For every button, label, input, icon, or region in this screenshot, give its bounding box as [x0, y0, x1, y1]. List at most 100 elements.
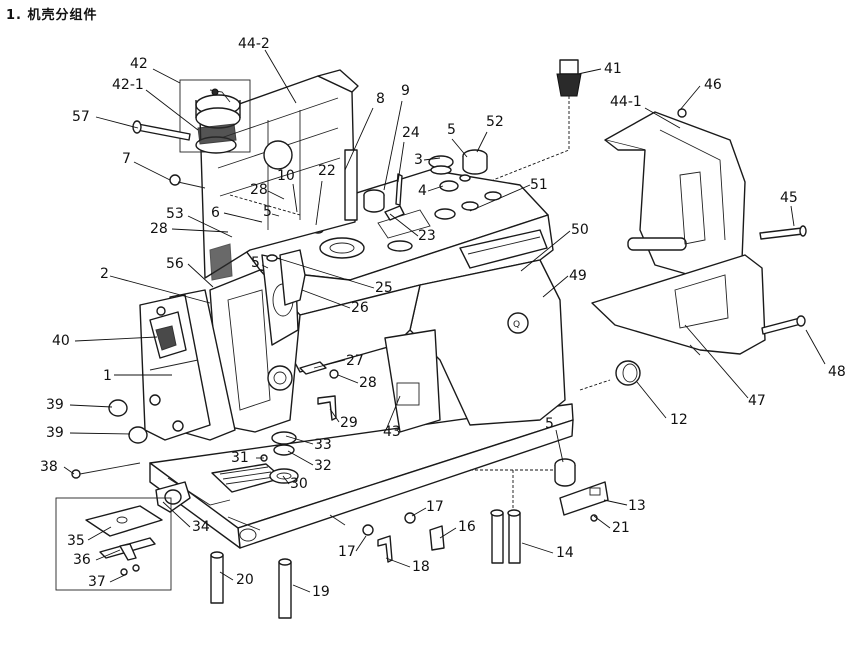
callout-leader: [521, 542, 554, 554]
callout-leader: [285, 435, 314, 445]
callout-leader: [219, 571, 234, 581]
callout-leader: [385, 557, 411, 568]
callout-label-c40: 40: [52, 333, 70, 349]
callout-label-c8: 8: [376, 91, 385, 107]
callout-label-c13: 13: [628, 498, 646, 514]
brackets: [362, 512, 445, 563]
callout-leader: [603, 499, 628, 506]
callout-label-c39a: 39: [46, 397, 64, 413]
callout-leader: [95, 116, 139, 129]
callout-label-c9: 9: [401, 83, 410, 99]
callout-label-c32: 32: [314, 458, 332, 474]
callout-label-c52: 52: [486, 114, 504, 130]
lever-29: [299, 361, 339, 421]
callout-label-c7: 7: [122, 151, 131, 167]
callout-label-c17b: 17: [338, 544, 356, 560]
face-plate: [139, 289, 236, 441]
callout-label-c10: 10: [277, 168, 295, 184]
callout-leader: [397, 141, 405, 183]
callout-label-c42-1: 42-1: [112, 77, 144, 93]
callout-label-c47: 47: [748, 393, 766, 409]
screw-57: [132, 120, 191, 141]
callout-leader: [223, 212, 263, 223]
callout-label-c42: 42: [130, 56, 148, 72]
callout-leader: [555, 429, 564, 463]
callout-label-c28b: 28: [150, 221, 168, 237]
callout-label-c5a: 5: [447, 122, 456, 138]
callout-label-c53: 53: [166, 206, 184, 222]
callout-leader: [287, 450, 314, 466]
belt-cover: [591, 254, 766, 356]
callout-label-c51: 51: [530, 177, 548, 193]
callout-label-c26: 26: [351, 300, 369, 316]
callout-leader: [805, 329, 826, 365]
knob-12: [615, 360, 641, 386]
callout-leader: [439, 527, 457, 539]
callout-label-c56: 56: [166, 256, 184, 272]
spool-parts: [260, 431, 299, 484]
callout-leader: [145, 89, 199, 131]
callout-leader: [344, 107, 374, 171]
callout-leader: [451, 138, 468, 158]
callout-label-c41: 41: [604, 61, 622, 77]
callout-leader: [109, 573, 128, 583]
cover-screws: [677, 108, 807, 335]
screw-7: [169, 174, 206, 189]
callout-leader: [301, 289, 351, 309]
callout-leader: [337, 374, 359, 384]
callout-leader: [389, 213, 419, 237]
callout-leader: [790, 205, 795, 227]
callout-label-c50: 50: [571, 222, 589, 238]
callout-label-c45: 45: [780, 190, 798, 206]
callout-label-c2: 2: [100, 266, 109, 282]
callout-leader: [162, 501, 191, 528]
callout-label-c5d: 5: [545, 416, 554, 432]
callout-label-c29: 29: [340, 415, 358, 431]
callout-leader: [267, 190, 285, 200]
callout-leader: [63, 466, 75, 475]
callout-label-c44-1: 44-1: [610, 94, 642, 110]
callout-label-c48: 48: [828, 364, 846, 380]
back-cover: [199, 69, 359, 281]
pulley-cover: [604, 111, 746, 276]
callout-label-c12: 12: [670, 412, 688, 428]
callout-leader: [679, 85, 701, 111]
callout-leader: [577, 68, 602, 75]
callout-label-c28a: 28: [250, 182, 268, 198]
callout-label-c24: 24: [402, 125, 420, 141]
callout-label-c19: 19: [312, 584, 330, 600]
callout-leader: [593, 515, 611, 529]
callout-label-c27: 27: [346, 353, 364, 369]
callout-leader: [315, 180, 323, 226]
knobs-39: [71, 399, 148, 479]
svg-text:Q: Q: [513, 320, 520, 330]
callout-label-c14: 14: [556, 545, 574, 561]
callout-leader: [520, 230, 571, 272]
callout-leader: [152, 68, 181, 84]
callout-leader: [476, 131, 488, 153]
callout-leader: [74, 336, 158, 342]
inset-parts-box: [55, 497, 172, 591]
legs: [210, 509, 521, 619]
callout-label-c1: 1: [103, 368, 112, 384]
callout-leader: [385, 395, 401, 431]
callout-label-c18: 18: [412, 559, 430, 575]
callout-label-c34: 34: [192, 519, 210, 535]
callout-leader: [187, 215, 233, 238]
callout-leader: [276, 257, 375, 289]
callout-leader: [95, 549, 121, 561]
callout-label-c20: 20: [236, 572, 254, 588]
callout-label-c5b: 5: [263, 204, 272, 220]
callout-leader: [292, 584, 311, 593]
callout-leader: [644, 107, 681, 129]
tension-assembly: [179, 79, 251, 154]
callout-leader: [355, 535, 367, 552]
callout-leader: [411, 507, 427, 517]
callout-leader: [87, 526, 112, 541]
callout-label-c39b: 39: [46, 425, 64, 441]
callout-leader: [469, 184, 531, 212]
callout-label-c57: 57: [72, 109, 90, 125]
callout-leader: [636, 381, 667, 419]
callout-leader: [261, 264, 269, 269]
